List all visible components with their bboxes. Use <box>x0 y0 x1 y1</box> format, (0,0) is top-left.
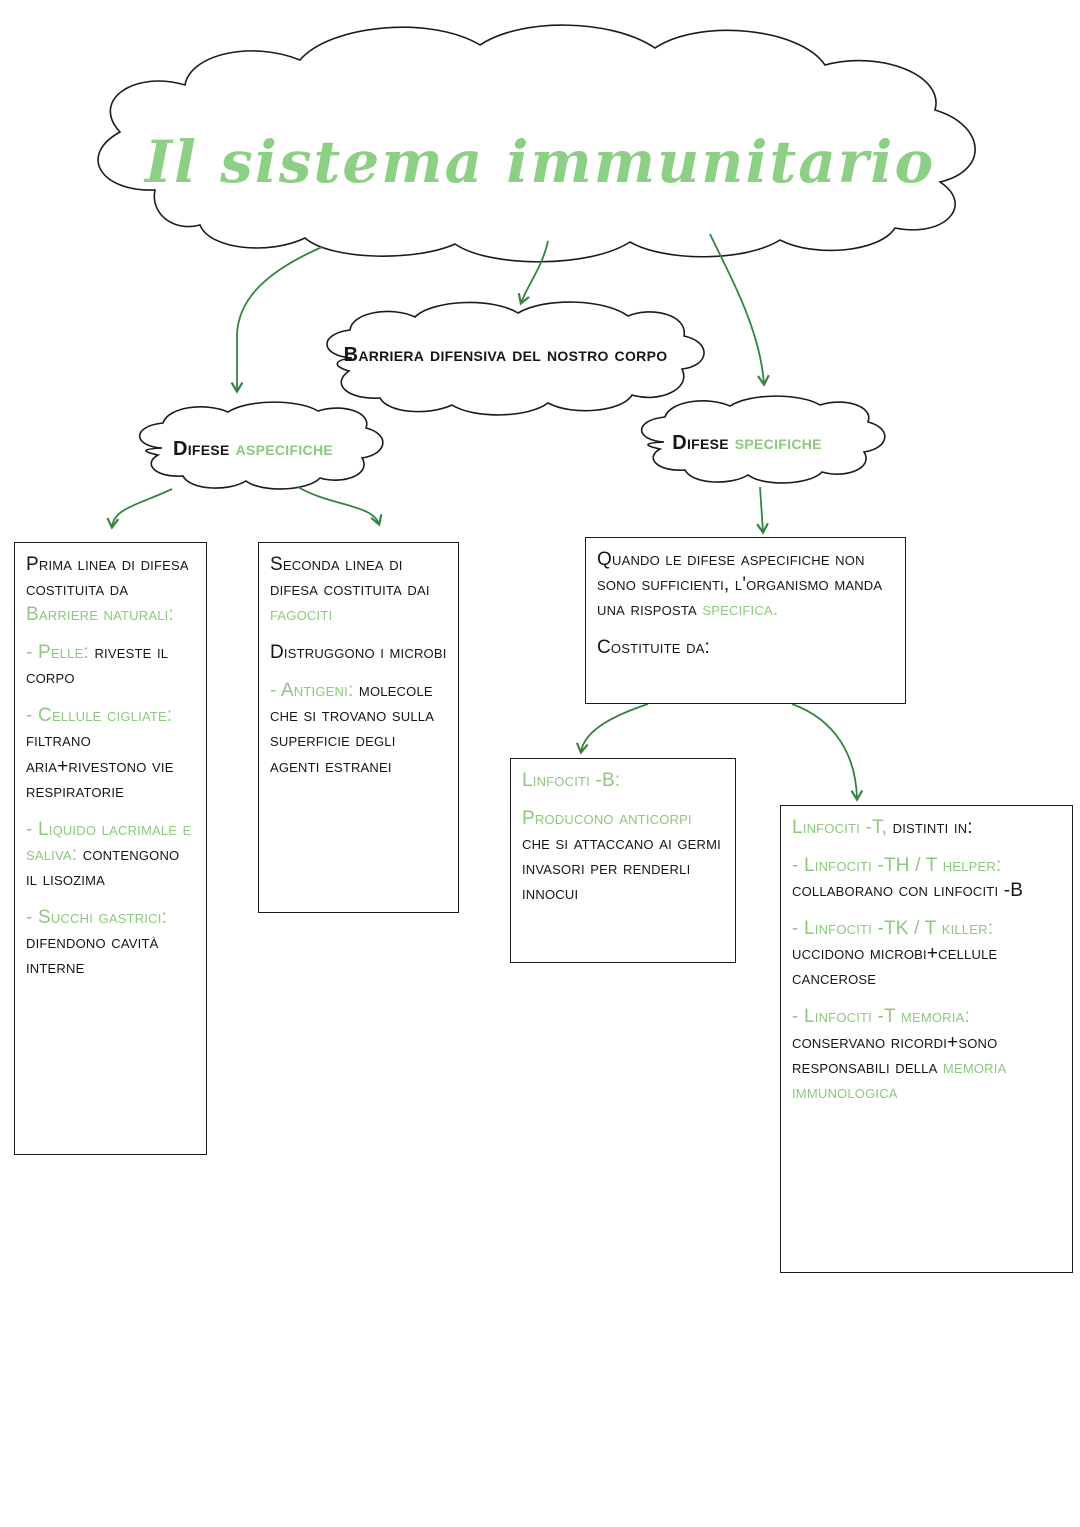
text-segment: Seconda linea di difesa costituita dai <box>270 554 430 601</box>
barrier-cloud <box>326 301 705 416</box>
aspecific-cloud-label: Difese aspecifiche <box>138 438 368 461</box>
paragraph: - Linfociti -TH / T helper: collaborano … <box>792 853 1061 903</box>
arrow-title-to-specific <box>709 233 770 387</box>
paragraph: - Antigeni: molecole che si trovano sull… <box>270 678 447 778</box>
box-specific-defense-intro: Quando le difese aspecifiche non sono su… <box>585 537 906 704</box>
paragraph: Linfociti -T, distinti in: <box>792 815 1061 840</box>
page-title: Il sistema immunitario <box>144 128 936 196</box>
aspecific-label-prefix: Difese <box>173 438 236 460</box>
barrier-label-text: Barriera difensiva del nostro corpo <box>343 344 668 366</box>
paragraph: Costituite da: <box>597 635 894 660</box>
text-segment: - Pelle: <box>26 642 89 664</box>
aspecific-label-highlight: aspecifiche <box>235 438 333 460</box>
paragraph: Prima linea di difesa costituita da Barr… <box>26 552 195 627</box>
text-segment: Quando le difese aspecifiche non sono su… <box>597 549 883 621</box>
paragraph: - Cellule cigliate: filtrano aria+rivest… <box>26 703 195 803</box>
specific-label-highlight: specifiche <box>734 432 822 454</box>
arrow-specific-to-intro <box>756 486 769 535</box>
paragraph: - Linfociti -T memoria: conservano ricor… <box>792 1004 1061 1104</box>
text-segment: conservano ricordi+sono responsabili del… <box>792 1031 998 1078</box>
text-segment: riveste il corpo <box>26 642 169 689</box>
text-segment: - Antigeni: <box>270 680 354 702</box>
text-segment: - Cellule cigliate: <box>26 705 173 727</box>
text-segment: specifica. <box>702 599 779 621</box>
arrow-title-to-barrier <box>517 240 549 306</box>
paragraph: Quando le difese aspecifiche non sono su… <box>597 547 894 622</box>
text-segment: Prima linea di difesa costituita da <box>26 554 189 601</box>
paragraph: - Linfociti -TK / T killer: uccidono mic… <box>792 916 1061 991</box>
specific-label-prefix: Difese <box>672 432 735 454</box>
paragraph: Producono anticorpi che si attaccano ai … <box>522 806 724 906</box>
text-segment: - Succhi gastrici: <box>26 906 167 928</box>
paragraph: - Pelle: riveste il corpo <box>26 640 195 690</box>
text-segment: memoria immunologica <box>792 1056 1007 1103</box>
title-cloud <box>97 24 976 263</box>
text-segment: molecole che si trovano sulla superficie… <box>270 680 435 777</box>
arrow-title-to-aspecific <box>230 246 323 394</box>
arrow-intro-to-lymphb <box>575 703 649 755</box>
paragraph: Seconda linea di difesa costituita dai f… <box>270 552 447 627</box>
box-lymphocytes-t: Linfociti -T, distinti in: - Linfociti -T… <box>780 805 1073 1273</box>
specific-cloud-label: Difese specifiche <box>632 432 862 455</box>
text-segment: fagociti <box>270 604 333 626</box>
text-segment: - Linfociti -T memoria: <box>792 1006 970 1028</box>
text-segment: - Linfociti -TK / T killer: <box>792 918 994 940</box>
box-second-line-defense: Seconda linea di difesa costituita dai f… <box>258 542 459 913</box>
text-segment: distinti in: <box>887 817 973 838</box>
text-segment: Costituite da: <box>597 637 711 659</box>
text-segment: Distruggono i microbi <box>270 642 447 664</box>
paragraph: Linfociti -B: <box>522 768 724 793</box>
text-segment: collaborano con linfociti -B <box>792 880 1024 902</box>
text-segment: che si attaccano ai germi invasori per r… <box>522 833 721 905</box>
text-segment: - Liquido lacrimale e saliva: <box>26 818 192 865</box>
box-lymphocytes-b: Linfociti -B: Producono anticorpi che si … <box>510 758 736 963</box>
arrow-aspecific-to-secondline <box>297 486 383 527</box>
arrow-intro-to-lympht <box>791 703 864 802</box>
arrow-aspecific-to-firstline <box>106 488 173 530</box>
text-segment: Producono anticorpi <box>522 808 692 830</box>
text-segment: Linfociti -B: <box>522 770 621 791</box>
text-segment: contengono il lisozima <box>26 843 180 890</box>
box-first-line-defense: Prima linea di difesa costituita da Barr… <box>14 542 207 1155</box>
text-segment: Barriere naturali: <box>26 604 174 626</box>
paragraph: - Liquido lacrimale e saliva: contengono… <box>26 817 195 892</box>
text-segment: Linfociti -T, <box>792 817 888 838</box>
paragraph: Distruggono i microbi <box>270 640 447 665</box>
paragraph: - Succhi gastrici: difendono cavità inte… <box>26 905 195 980</box>
text-segment: uccidono microbi+cellule cancerose <box>792 943 998 990</box>
text-segment: filtrano aria+rivestono vie respiratorie <box>26 730 174 802</box>
text-segment: difendono cavità interne <box>26 932 159 979</box>
text-segment: - Linfociti -TH / T helper: <box>792 855 1002 877</box>
barrier-cloud-label: Barriera difensiva del nostro corpo <box>318 344 693 367</box>
